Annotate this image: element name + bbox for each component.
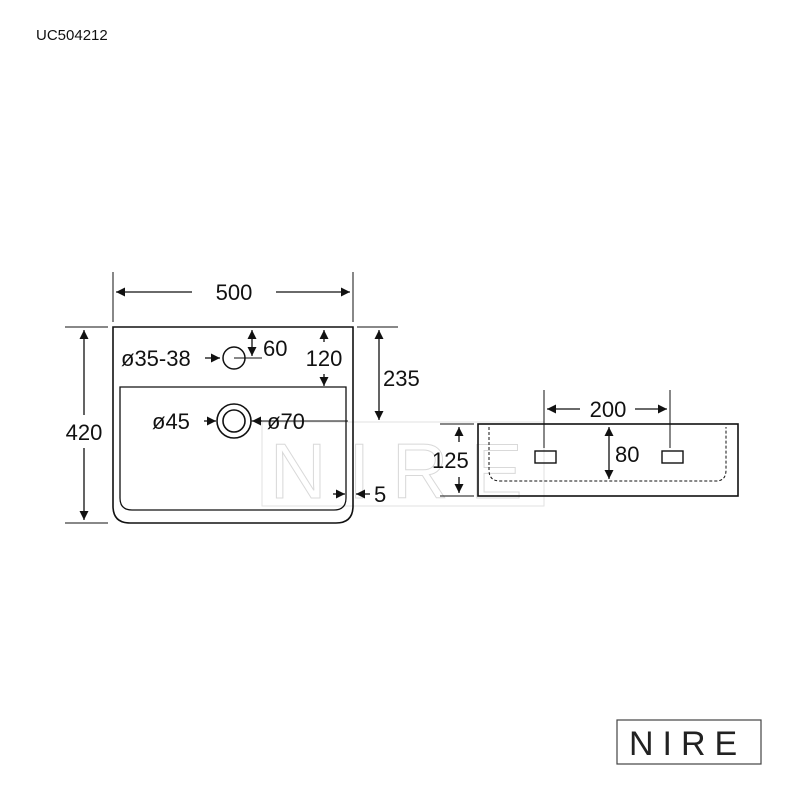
top-view (65, 272, 398, 524)
watermark-text: NIRE (270, 427, 544, 515)
hole-height-label: 80 (615, 442, 639, 467)
depth-label: 420 (66, 420, 103, 445)
brand-logo-text: NIRE (629, 725, 746, 763)
product-code: UC504212 (36, 27, 108, 44)
wall-label: 5 (374, 482, 386, 507)
back-height-label: 125 (432, 448, 469, 473)
hole-spacing-label: 200 (590, 397, 627, 422)
drain-inner-label: ø45 (152, 409, 190, 434)
drain-inner-circle (222, 409, 246, 433)
brand-logo: NIRE (616, 719, 762, 765)
watermark: NIRE (261, 421, 545, 516)
basin-outline (112, 326, 354, 524)
mounting-slot-right (661, 450, 684, 464)
drain-outer-label: ø70 (267, 409, 305, 434)
mounting-slot-left (534, 450, 557, 464)
drain-depth-label: 235 (383, 366, 420, 391)
bowl-hidden-line (488, 427, 727, 482)
back-view (440, 390, 739, 497)
back-outline (477, 423, 739, 497)
width-label: 500 (216, 280, 253, 305)
tap-to-bowl-label: 120 (306, 346, 343, 371)
tap-hole-label: ø35-38 (121, 346, 191, 371)
bowl-outline (119, 386, 347, 511)
tap-offset-label: 60 (263, 336, 287, 361)
drain-outer-circle (216, 403, 252, 439)
